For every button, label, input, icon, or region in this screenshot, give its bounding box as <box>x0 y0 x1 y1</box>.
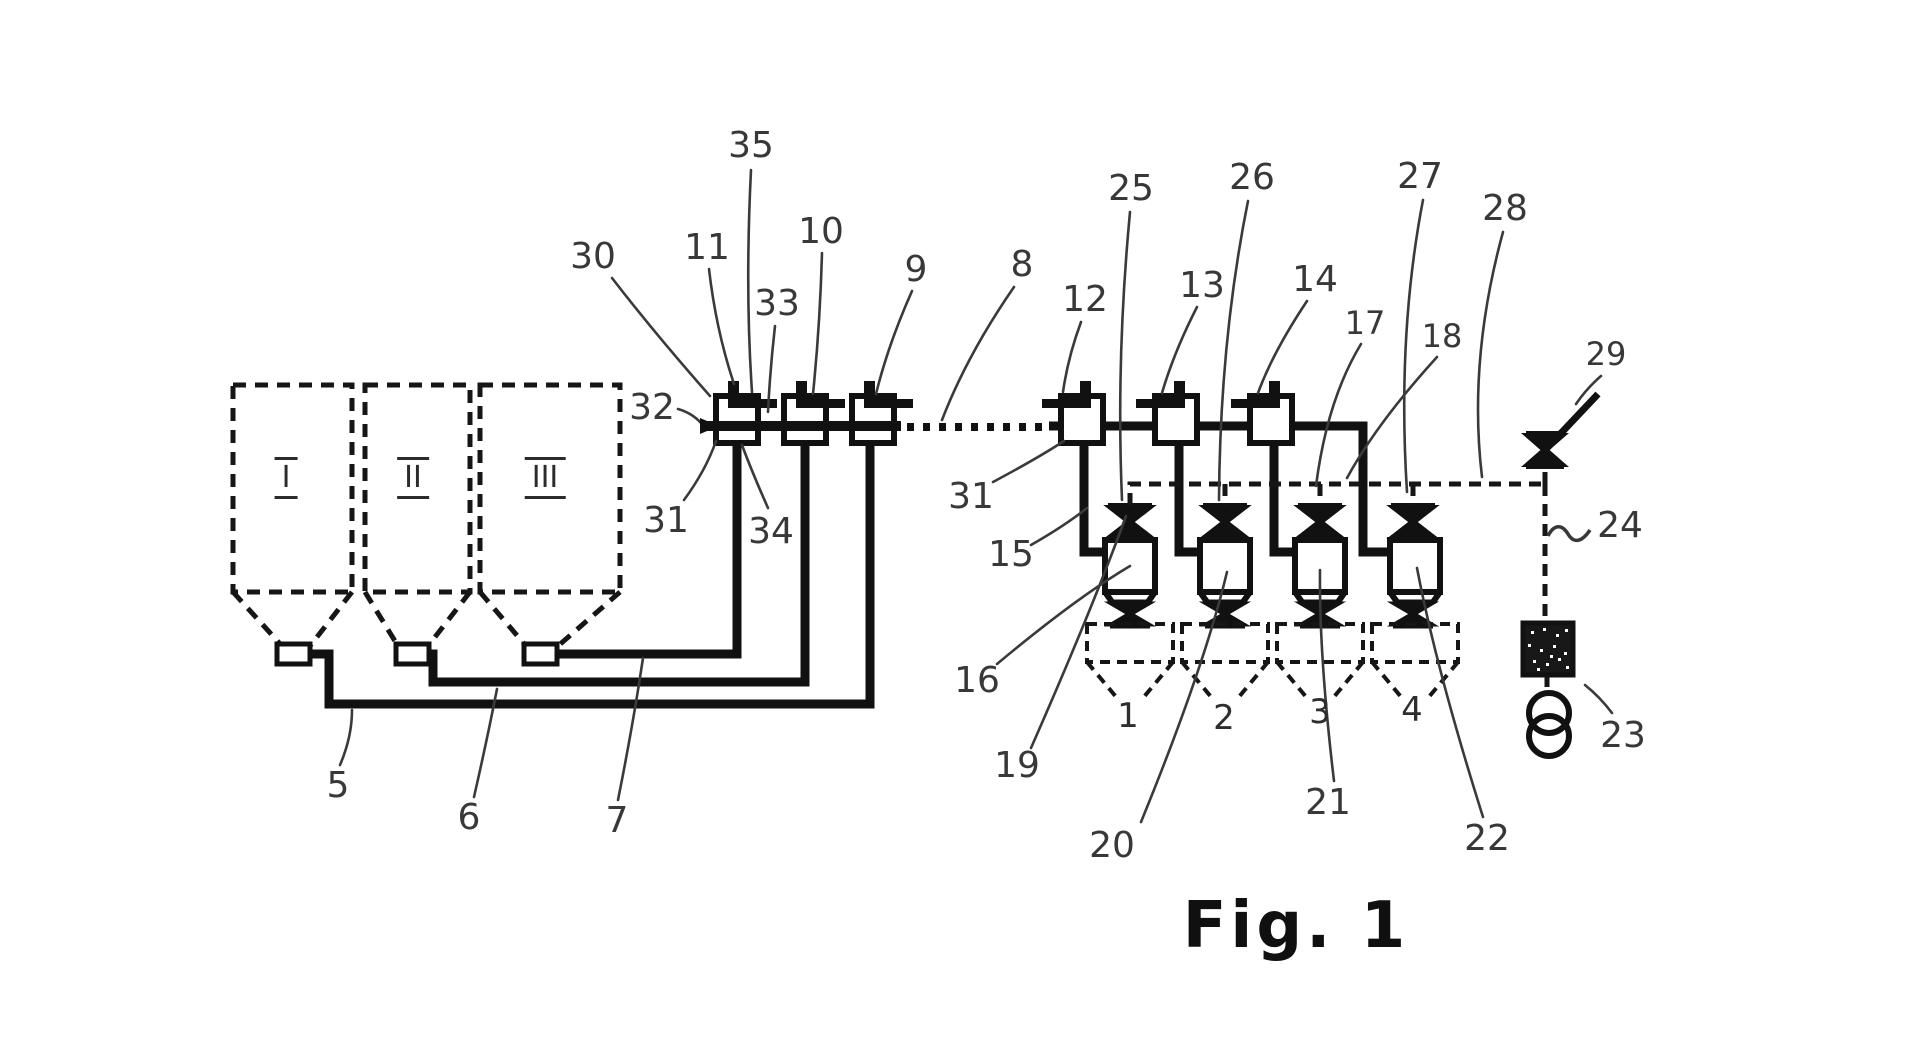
arrowhead-32 <box>700 418 719 434</box>
feed-pipe-silo-II <box>428 443 810 687</box>
ref-label-26: 26 <box>1229 157 1275 198</box>
bin-label-3: 3 <box>1309 692 1331 732</box>
dust-filter-icon <box>1520 620 1576 678</box>
main-conveying-line <box>700 421 1043 431</box>
ref-label-29: 29 <box>1585 335 1627 373</box>
pinch-valve-icon <box>1386 503 1440 541</box>
dispenser-vessels <box>1102 537 1443 595</box>
silo-III-outline <box>477 382 623 648</box>
ref-label-14: 14 <box>1292 259 1338 300</box>
bin-label-1: 1 <box>1117 696 1139 736</box>
ref-label-18: 18 <box>1421 317 1463 355</box>
ref-label-16: 16 <box>954 660 1000 701</box>
ref-label-10: 10 <box>798 211 844 252</box>
ref-label-30: 30 <box>570 236 616 277</box>
feed-pipe-silo-III <box>557 443 742 659</box>
silo-outlet-3 <box>521 641 560 667</box>
silo-feed-pipes <box>310 443 875 709</box>
leader-lines <box>338 168 1614 824</box>
ref-label-33: 33 <box>754 283 800 324</box>
silo-numeral-III: III <box>524 457 566 499</box>
bin-1 <box>1085 622 1175 700</box>
ref-label-25: 25 <box>1108 168 1154 209</box>
ref-label-11: 11 <box>684 227 730 268</box>
pinch-valve-icon <box>1198 503 1252 541</box>
ref-label-27: 27 <box>1397 156 1443 197</box>
feed-pipe-silo-I <box>310 443 875 709</box>
dispenser-downpipes <box>1049 421 1391 557</box>
ref-label-21: 21 <box>1305 782 1351 823</box>
ref-label-34: 34 <box>748 511 794 552</box>
dispenser-funnels <box>1102 590 1443 604</box>
dispenser-22 <box>1387 537 1443 595</box>
receiving-bins <box>1085 622 1460 700</box>
air-header-line <box>1127 467 1550 694</box>
ref-label-20: 20 <box>1089 825 1135 866</box>
silo-numeral-II: II <box>397 457 429 499</box>
ref-label-31a: 31 <box>643 500 689 541</box>
vacuum-pump-icon <box>1526 690 1572 759</box>
tilde-mark <box>1546 525 1592 543</box>
ref-label-32: 32 <box>629 387 675 428</box>
ref-label-22: 22 <box>1464 818 1510 859</box>
silo-II-outline <box>362 382 473 648</box>
figure-caption: Fig. 1 <box>1182 889 1410 963</box>
pinch-valve-icon <box>1103 503 1157 541</box>
bin-label-4: 4 <box>1401 690 1423 730</box>
ref-label-19: 19 <box>994 745 1040 786</box>
ref-label-24: 24 <box>1597 505 1643 546</box>
shutoff-valve-icon <box>1521 391 1601 469</box>
ref-label-17: 17 <box>1344 304 1386 342</box>
ref-label-31b: 31 <box>948 476 994 517</box>
pinch-valve-icon <box>1293 503 1347 541</box>
ref-label-5: 5 <box>326 765 350 806</box>
silo-numeral-I: I <box>274 457 298 499</box>
ref-label-6: 6 <box>457 797 481 838</box>
ref-label-23: 23 <box>1600 715 1646 756</box>
valve-handle <box>1544 391 1601 451</box>
ref-label-35: 35 <box>728 125 774 166</box>
ref-label-8: 8 <box>1010 244 1034 285</box>
ref-label-7: 7 <box>605 800 629 841</box>
bin-2 <box>1180 622 1270 700</box>
silo-I-outline <box>230 382 355 648</box>
slide-valve-actuators <box>728 381 1280 408</box>
ref-label-12: 12 <box>1062 279 1108 320</box>
bin-label-2: 2 <box>1213 698 1235 738</box>
ref-label-15: 15 <box>988 534 1034 575</box>
ref-label-9: 9 <box>904 249 928 290</box>
ref-label-28: 28 <box>1482 188 1528 229</box>
silo-outlet-2 <box>393 641 432 667</box>
ref-label-13: 13 <box>1179 265 1225 306</box>
silo-outlet-1 <box>274 641 313 667</box>
